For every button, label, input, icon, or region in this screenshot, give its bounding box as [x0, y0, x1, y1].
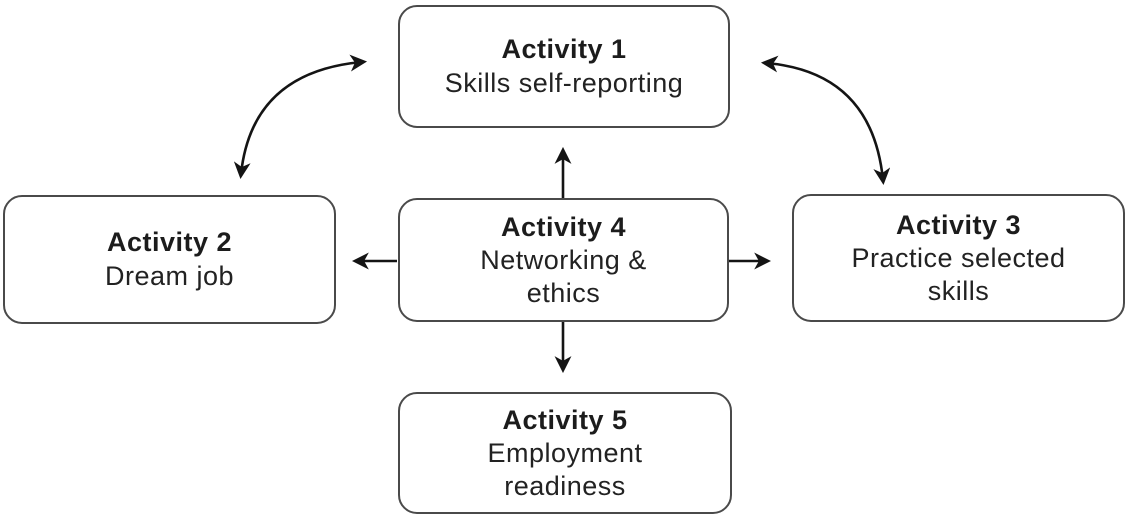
- node-activity-3-title: Activity 3: [895, 209, 1022, 240]
- node-activity-2-title: Activity 2: [106, 227, 233, 258]
- node-activity-1-subtitle: Skills self-reporting: [444, 68, 684, 99]
- node-activity-4-title: Activity 4: [500, 211, 627, 242]
- node-activity-2: Activity 2 Dream job: [3, 195, 336, 324]
- node-activity-3-subtitle: Practice selected skills: [851, 243, 1066, 306]
- node-activity-5-title: Activity 5: [502, 404, 628, 435]
- node-activity-1: Activity 1 Skills self-reporting: [398, 5, 730, 128]
- node-activity-5: Activity 5 Employment readiness: [398, 392, 732, 514]
- node-activity-1-title: Activity 1: [501, 34, 627, 65]
- arrow-activity2-activity1-curved: [233, 54, 368, 180]
- node-activity-3: Activity 3 Practice selected skills: [792, 194, 1125, 322]
- node-activity-4-subtitle: Networking & ethics: [480, 245, 647, 308]
- node-activity-2-subtitle: Dream job: [104, 261, 235, 292]
- node-activity-4: Activity 4 Networking & ethics: [398, 198, 729, 322]
- node-activity-5-subtitle: Employment readiness: [487, 438, 643, 501]
- arrow-activity1-activity3-curved: [760, 55, 891, 186]
